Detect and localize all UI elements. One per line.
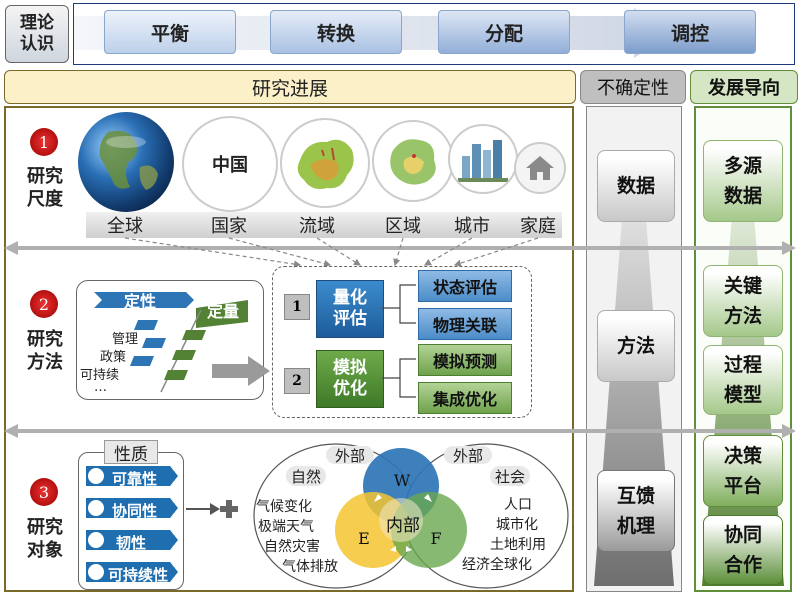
scale-label-city: 城市 — [454, 216, 490, 237]
object-number-badge: 3 — [30, 478, 58, 506]
property-reliability: 可靠性 — [112, 470, 158, 488]
qualitative-label: 定性 — [123, 292, 156, 311]
step-regulate[interactable]: 调控 — [624, 10, 756, 54]
property-sustainability: 可持续性 — [108, 566, 169, 584]
step-convert[interactable]: 转换 — [270, 10, 402, 54]
method-steps-panel — [272, 266, 532, 418]
quantitative-label: 定量 — [206, 302, 239, 321]
section-divider-2 — [4, 424, 796, 438]
step-1-num: 1 — [284, 294, 310, 320]
nature-item-weather: 极端天气 — [258, 519, 314, 535]
scale-label-global: 全球 — [107, 216, 143, 237]
progress-panel — [4, 106, 574, 592]
orientation-header: 发展导向 — [690, 70, 798, 104]
orientation-key-methods[interactable]: 关键 方法 — [703, 265, 783, 337]
society-item-population: 人口 — [504, 497, 532, 513]
step-2-num: 2 — [284, 368, 310, 394]
aspect-sustainability: 可持续 — [80, 368, 120, 383]
society-label: 社会 — [490, 466, 530, 486]
object-title: 研究 对象 — [27, 517, 63, 561]
venn-w-label: W — [393, 470, 411, 490]
step-balance[interactable]: 平衡 — [104, 10, 236, 54]
property-synergy: 协同性 — [112, 502, 158, 520]
item-state-assess[interactable]: 状态评估 — [418, 270, 512, 302]
nature-label: 自然 — [286, 466, 326, 486]
step-simulate-optimize[interactable]: 模拟 优化 — [316, 350, 384, 408]
china-map-circle: 中国 — [182, 116, 278, 212]
aspect-ellipsis: … — [94, 380, 107, 395]
home-icon — [514, 142, 566, 194]
properties-tabs — [86, 466, 178, 582]
progress-header: 研究进展 — [4, 70, 576, 104]
scale-title: 研究 尺度 — [27, 166, 63, 210]
external-left-label: 外部 — [326, 446, 374, 465]
item-physical-link[interactable]: 物理关联 — [418, 308, 512, 340]
properties-title: 性质 — [104, 440, 158, 465]
orientation-process-model[interactable]: 过程 模型 — [703, 345, 783, 415]
aspect-management: 管理 — [112, 332, 139, 347]
uncertainty-header: 不确定性 — [580, 70, 686, 104]
orientation-decision-platform[interactable]: 决策 平台 — [703, 435, 783, 507]
method-to-steps-arrow — [212, 356, 270, 386]
uncertainty-data[interactable]: 数据 — [597, 150, 675, 222]
uncertainty-feedback[interactable]: 互馈 机理 — [597, 470, 675, 552]
nature-item-climate: 气候变化 — [256, 499, 312, 515]
uncertainty-method[interactable]: 方法 — [597, 310, 675, 382]
step-quantify-assess[interactable]: 量化 评估 — [316, 280, 384, 338]
scale-label-band — [86, 212, 562, 238]
scale-label-region: 区域 — [385, 216, 421, 237]
aspect-policy: 政策 — [100, 350, 127, 365]
item-simulate-predict[interactable]: 模拟预测 — [418, 344, 512, 376]
nature-item-emission: 气体排放 — [282, 559, 338, 575]
society-item-urbanization: 城市化 — [496, 517, 538, 533]
internal-label: 内部 — [386, 515, 420, 536]
properties-to-system-arrow — [186, 500, 238, 518]
basin-map-circle — [280, 118, 370, 208]
step-allocate[interactable]: 分配 — [438, 10, 570, 54]
society-item-globalization: 经济全球化 — [462, 557, 532, 573]
scale-label-home: 家庭 — [520, 216, 556, 237]
scale-label-basin: 流域 — [299, 216, 335, 237]
theory-label: 理论 认识 — [5, 5, 69, 63]
scale-number-badge: 1 — [30, 128, 58, 156]
globe-image — [78, 112, 174, 212]
region-map-circle — [372, 120, 454, 202]
qual-quant-graphic — [94, 292, 248, 393]
external-right-label: 外部 — [444, 446, 492, 465]
orientation-multisource-data[interactable]: 多源 数据 — [703, 140, 783, 222]
scale-label-country: 国家 — [211, 216, 247, 237]
society-item-landuse: 土地利用 — [490, 537, 546, 553]
property-resilience: 韧性 — [116, 534, 147, 552]
venn-f-label: F — [430, 528, 442, 548]
item-integrated-optimize[interactable]: 集成优化 — [418, 382, 512, 414]
orientation-collaboration[interactable]: 协同 合作 — [703, 515, 783, 585]
method-number-badge: 2 — [30, 290, 58, 318]
venn-e-label: E — [358, 528, 370, 548]
method-title: 研究 方法 — [27, 329, 63, 373]
nature-item-disaster: 自然灾害 — [264, 539, 320, 555]
